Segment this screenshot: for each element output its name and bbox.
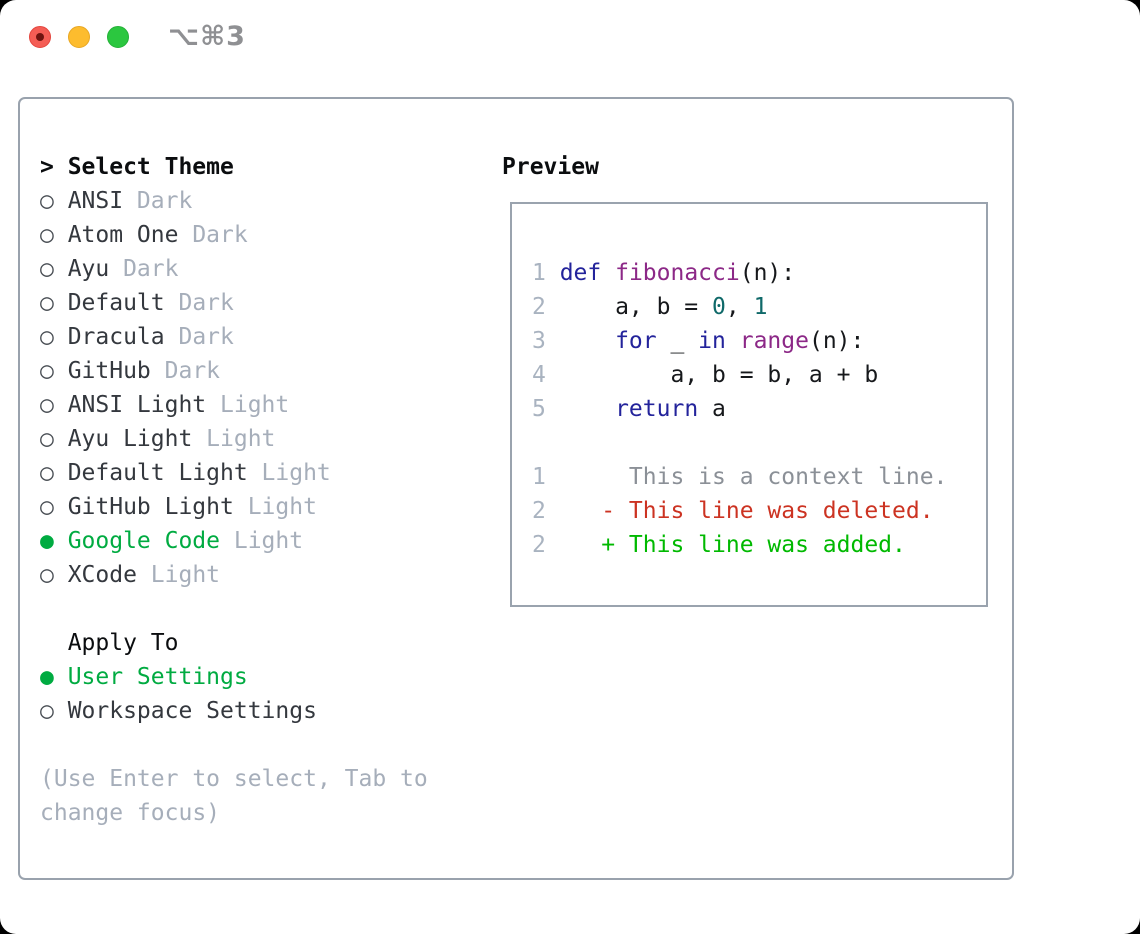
theme-list-item[interactable]: ○ Dracula Dark	[40, 320, 490, 354]
minimize-button[interactable]	[68, 26, 90, 48]
apply-to-header: Apply To	[40, 626, 490, 660]
close-dot-icon	[36, 33, 44, 41]
theme-variant-tag: Light	[247, 494, 317, 520]
prompt-icon: >	[40, 154, 54, 180]
theme-list-item[interactable]: ○ Atom One Dark	[40, 218, 490, 252]
theme-name: GitHub Light	[67, 494, 234, 520]
theme-name: Default	[67, 290, 165, 316]
radio-icon: ●	[40, 528, 54, 554]
line-number: 1	[532, 464, 546, 490]
theme-variant-tag: Light	[206, 426, 276, 452]
theme-variant-tag: Light	[233, 528, 304, 554]
window-title: ⌥⌘3	[168, 21, 246, 52]
theme-name: XCode	[67, 562, 137, 588]
radio-icon: ○	[40, 460, 54, 486]
theme-name: Default Light	[67, 460, 248, 486]
radio-icon: ○	[40, 256, 54, 282]
help-text-line-1: (Use Enter to select, Tab to	[40, 766, 428, 792]
radio-icon: ○	[40, 222, 54, 248]
theme-name: Ayu	[67, 256, 110, 282]
apply-to-option[interactable]: ● User Settings	[40, 660, 490, 694]
theme-list-item[interactable]: ○ GitHub Light Light	[40, 490, 490, 524]
theme-name: GitHub	[67, 358, 151, 384]
preview-header: Preview	[502, 154, 599, 180]
preview-line: 1 This is a context line.	[532, 460, 978, 494]
apply-to-list: ● User Settings ○ Workspace Settings	[40, 660, 490, 728]
radio-icon: ○	[40, 290, 54, 316]
spacer	[40, 592, 490, 626]
theme-list-item[interactable]: ○ Ayu Light Light	[40, 422, 490, 456]
radio-icon: ○	[40, 562, 54, 588]
theme-variant-tag: Light	[261, 460, 331, 486]
help-text-line-2: change focus)	[40, 800, 221, 826]
apply-to-option-label: Workspace Settings	[67, 698, 317, 724]
window-titlebar: ⌥⌘3	[0, 0, 1140, 72]
line-number: 2	[532, 532, 546, 558]
theme-list-item[interactable]: ○ Default Light Light	[40, 456, 490, 490]
line-number: 3	[532, 328, 546, 354]
theme-variant-tag: Light	[220, 392, 290, 418]
theme-variant-tag: Dark	[164, 358, 221, 384]
line-number: 1	[532, 260, 546, 286]
diff-preview: 1 This is a context line.2 - This line w…	[532, 460, 978, 562]
theme-list-item[interactable]: ○ Ayu Dark	[40, 252, 490, 286]
preview-line: 2 a, b = 0, 1	[532, 290, 978, 324]
radio-icon: ○	[40, 494, 54, 520]
theme-variant-tag: Dark	[136, 188, 193, 214]
spacer	[40, 728, 490, 762]
theme-variant-tag: Dark	[192, 222, 248, 248]
theme-list-item[interactable]: ○ Default Dark	[40, 286, 490, 320]
line-number: 2	[532, 498, 546, 524]
theme-variant-tag: Dark	[123, 256, 179, 282]
preview-line: 3 for _ in range(n):	[532, 324, 978, 358]
theme-variant-tag: Dark	[178, 324, 234, 350]
spacer	[532, 426, 978, 460]
preview-line: 2 + This line was added.	[532, 528, 978, 562]
radio-icon: ●	[40, 664, 54, 690]
apply-to-option-label: User Settings	[67, 664, 248, 690]
select-theme-header: > Select Theme	[40, 150, 490, 184]
theme-list-item[interactable]: ● Google Code Light	[40, 524, 490, 558]
line-number: 5	[532, 396, 546, 422]
select-theme-header-label: Select Theme	[67, 154, 234, 180]
radio-icon: ○	[40, 426, 54, 452]
close-button[interactable]	[29, 26, 51, 48]
apply-to-header-label: Apply To	[67, 630, 179, 656]
preview-line: 2 - This line was deleted.	[532, 494, 978, 528]
theme-list-item[interactable]: ○ ANSI Dark	[40, 184, 490, 218]
traffic-lights	[29, 26, 129, 48]
radio-icon: ○	[40, 698, 54, 724]
theme-list-item[interactable]: ○ GitHub Dark	[40, 354, 490, 388]
radio-icon: ○	[40, 358, 54, 384]
theme-name: ANSI Light	[67, 392, 207, 418]
theme-name: ANSI	[67, 188, 124, 214]
theme-variant-tag: Light	[150, 562, 221, 588]
preview-line: 5 return a	[532, 392, 978, 426]
theme-name: Ayu Light	[67, 426, 193, 452]
apply-to-option[interactable]: ○ Workspace Settings	[40, 694, 490, 728]
radio-icon: ○	[40, 188, 54, 214]
radio-icon: ○	[40, 392, 54, 418]
theme-name: Dracula	[67, 324, 165, 350]
theme-list-item[interactable]: ○ XCode Light	[40, 558, 490, 592]
theme-variant-tag: Dark	[178, 290, 234, 316]
theme-name: Google Code	[67, 528, 221, 554]
theme-name: Atom One	[67, 222, 179, 248]
preview-line: 4 a, b = b, a + b	[532, 358, 978, 392]
theme-list-item[interactable]: ○ ANSI Light Light	[40, 388, 490, 422]
line-number: 4	[532, 362, 546, 388]
zoom-button[interactable]	[107, 26, 129, 48]
line-number: 2	[532, 294, 546, 320]
radio-icon: ○	[40, 324, 54, 350]
